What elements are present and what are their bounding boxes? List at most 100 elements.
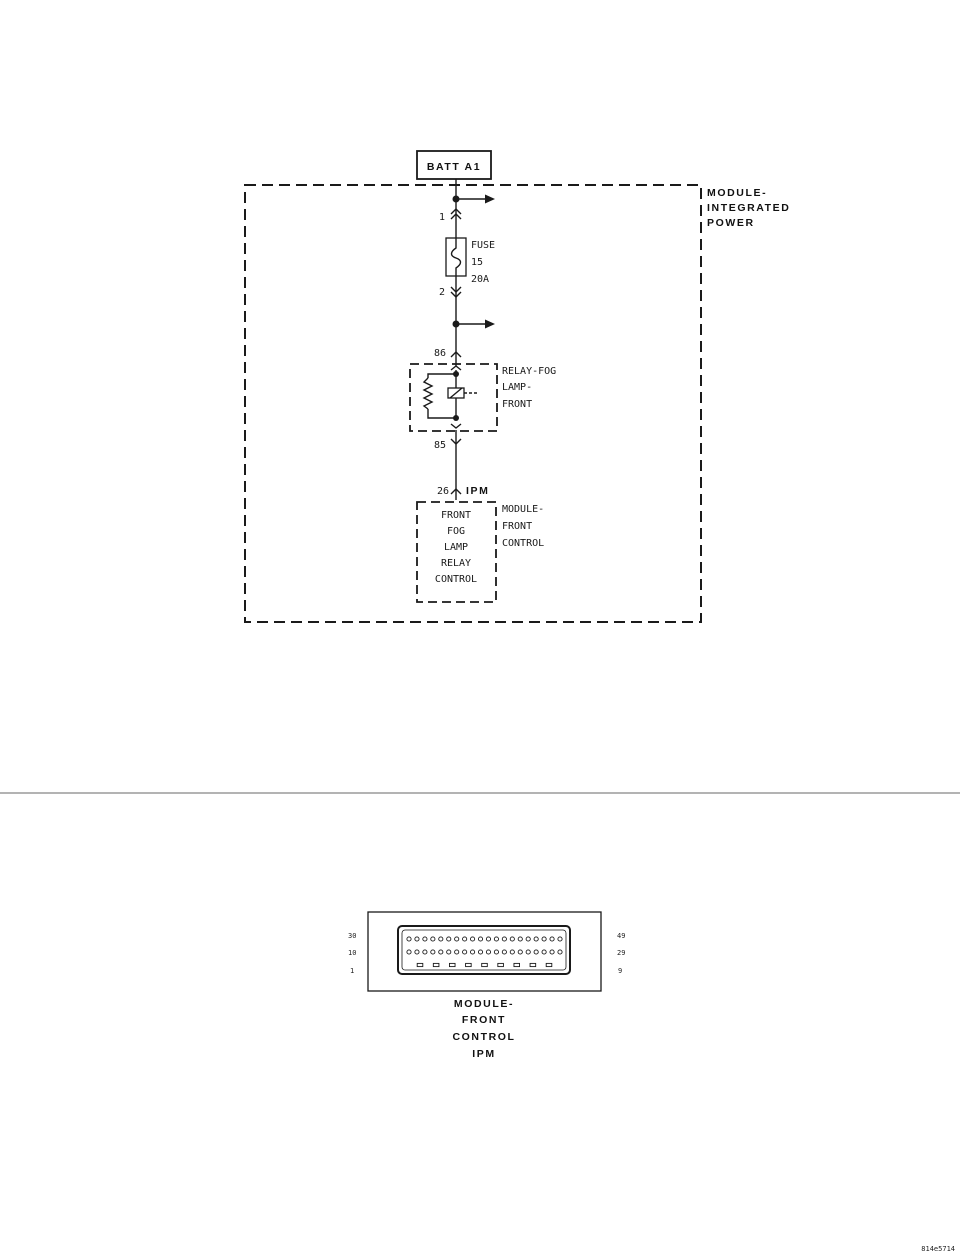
- connector-cavity: [509, 936, 515, 942]
- connector-cavity: [557, 936, 563, 942]
- batt-a1-box: BATT A1: [416, 150, 492, 180]
- connector-cavity: [493, 949, 499, 955]
- connector-cavity: [549, 936, 555, 942]
- svg-text:RELAY-FOG: RELAY-FOG: [502, 366, 556, 377]
- svg-text:MODULE-: MODULE-: [454, 998, 514, 1010]
- svg-text:FRONT: FRONT: [441, 510, 471, 521]
- connector-cavity: [517, 936, 523, 942]
- svg-text:MODULE-: MODULE-: [502, 504, 544, 515]
- svg-text:15: 15: [471, 257, 483, 268]
- svg-text:FRONT: FRONT: [502, 399, 532, 410]
- svg-text:LAMP-: LAMP-: [502, 382, 532, 393]
- connector-cavity: [557, 949, 563, 955]
- svg-text:FRONT: FRONT: [502, 521, 532, 532]
- connector-cavity: [438, 936, 444, 942]
- connector-cavity: [549, 949, 555, 955]
- connector-cavity: [454, 949, 460, 955]
- svg-text:29: 29: [617, 949, 625, 957]
- connector-cavity: [430, 949, 436, 955]
- connector-cavity: [422, 936, 428, 942]
- connector-cavity: [545, 962, 553, 968]
- connector-cavity: [477, 936, 484, 942]
- svg-text:FUSE: FUSE: [471, 240, 495, 251]
- svg-text:LAMP: LAMP: [444, 542, 468, 553]
- connector-pin-numbers-left: 30 10 1: [348, 932, 356, 975]
- connector-pin-numbers-right: 49 29 9: [617, 932, 625, 975]
- connector-cavity: [493, 936, 499, 942]
- svg-text:IPM: IPM: [472, 1048, 495, 1060]
- svg-text:9: 9: [618, 967, 622, 975]
- svg-text:INTEGRATED: INTEGRATED: [707, 202, 790, 214]
- connector-pin-1-icon: [450, 208, 462, 220]
- pin-86-label: 86: [434, 348, 446, 359]
- svg-text:CONTROL: CONTROL: [435, 574, 477, 585]
- fuse-label: FUSE 15 20A: [471, 240, 495, 285]
- connector-pin-86-icon: [450, 351, 462, 358]
- svg-text:30: 30: [348, 932, 356, 940]
- connector-cavity: [406, 949, 412, 955]
- svg-text:FOG: FOG: [447, 526, 465, 537]
- connector-pin-26-icon: [450, 488, 462, 495]
- connector-cavity: [513, 962, 521, 968]
- ipm-boundary: [244, 184, 702, 623]
- svg-text:RELAY: RELAY: [441, 558, 471, 569]
- connector-pin-85-icon: [450, 438, 462, 445]
- connector-cavity: [481, 962, 488, 968]
- connector-cavity: [497, 962, 504, 968]
- splice-middle: [452, 319, 495, 329]
- connector-cavity: [525, 936, 531, 942]
- connector-cavity: [462, 936, 468, 942]
- connector-cavity: [485, 949, 492, 955]
- fuse-icon: [445, 237, 467, 277]
- svg-text:FRONT: FRONT: [462, 1014, 506, 1026]
- connector-cavity: [470, 949, 476, 955]
- fcm-box-text: FRONT FOG LAMP RELAY CONTROL: [435, 510, 477, 585]
- connector-cavity: [509, 949, 515, 955]
- svg-text:POWER: POWER: [707, 217, 755, 229]
- pin-2-label: 2: [439, 287, 445, 298]
- connector-cavity: [533, 949, 539, 955]
- ipm-module-label: MODULE- INTEGRATED POWER: [707, 187, 790, 229]
- connector-cavity: [477, 949, 484, 955]
- connector-cavity: [432, 962, 440, 968]
- fcm-module-label: MODULE- FRONT CONTROL: [502, 504, 544, 549]
- connector-pin-row-bottom: [416, 962, 553, 968]
- svg-text:49: 49: [617, 932, 625, 940]
- connector-pin-row-top: [406, 936, 563, 942]
- connector-cavity: [465, 962, 472, 968]
- connector-cavity: [501, 949, 507, 955]
- connector-cavity: [541, 949, 547, 955]
- svg-text:MODULE-: MODULE-: [707, 187, 767, 199]
- relay-label: RELAY-FOG LAMP- FRONT: [502, 366, 556, 410]
- connector-face-view: [367, 911, 602, 992]
- splice-top: [452, 194, 495, 204]
- connector-cavity: [541, 936, 547, 942]
- connector-cavity: [449, 962, 456, 968]
- connector-cavity: [454, 936, 460, 942]
- connector-cavity: [533, 936, 539, 942]
- connector-cavity: [501, 936, 507, 942]
- svg-text:CONTROL: CONTROL: [502, 538, 544, 549]
- pin-1-label: 1: [439, 212, 445, 223]
- fcm-box: [416, 501, 497, 603]
- connector-cavity: [414, 949, 420, 955]
- svg-text:1: 1: [350, 967, 354, 975]
- connector-cavity: [446, 949, 452, 955]
- connector-pin-2-icon: [450, 286, 462, 298]
- relay-icon: [409, 363, 498, 432]
- connector-cavity: [422, 949, 428, 955]
- connector-cavity: [414, 936, 420, 942]
- connector-cavity: [485, 936, 492, 942]
- pin-85-label: 85: [434, 440, 446, 451]
- connector-label: MODULE- FRONT CONTROL IPM: [452, 998, 515, 1060]
- connector-cavity: [470, 936, 476, 942]
- svg-text:CONTROL: CONTROL: [452, 1031, 515, 1043]
- connector-cavity: [529, 962, 537, 968]
- svg-text:10: 10: [348, 949, 356, 957]
- connector-cavity: [446, 936, 452, 942]
- connector-cavity: [416, 962, 424, 968]
- batt-a1-label: BATT A1: [427, 161, 481, 173]
- connector-pin-row-middle: [406, 949, 563, 955]
- figure-id: 814e5714: [921, 1245, 955, 1253]
- svg-text:20A: 20A: [471, 274, 489, 285]
